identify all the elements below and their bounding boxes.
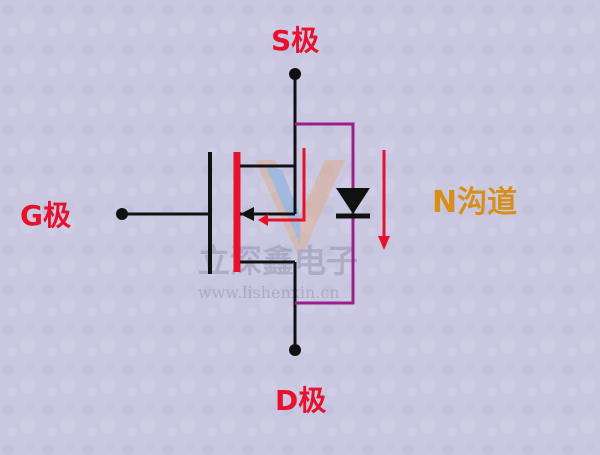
body-diode-icon xyxy=(336,188,370,214)
internal-arrowhead-icon xyxy=(258,214,268,226)
internal-current-arrow xyxy=(262,148,306,222)
watermark-logo-icon xyxy=(255,160,345,260)
drain-terminal-dot xyxy=(289,344,301,356)
source-label: S极 xyxy=(271,24,319,57)
watermark-url: www.lishenxin.cn xyxy=(198,283,340,302)
drain-label: D极 xyxy=(275,384,326,417)
gate-label: G极 xyxy=(20,199,71,232)
body-arrow-icon xyxy=(240,207,254,221)
gate-terminal-dot xyxy=(116,208,128,220)
channel-arrowhead-icon xyxy=(378,236,390,250)
channel-label: N沟道 xyxy=(432,185,517,220)
source-terminal-dot xyxy=(289,68,301,80)
